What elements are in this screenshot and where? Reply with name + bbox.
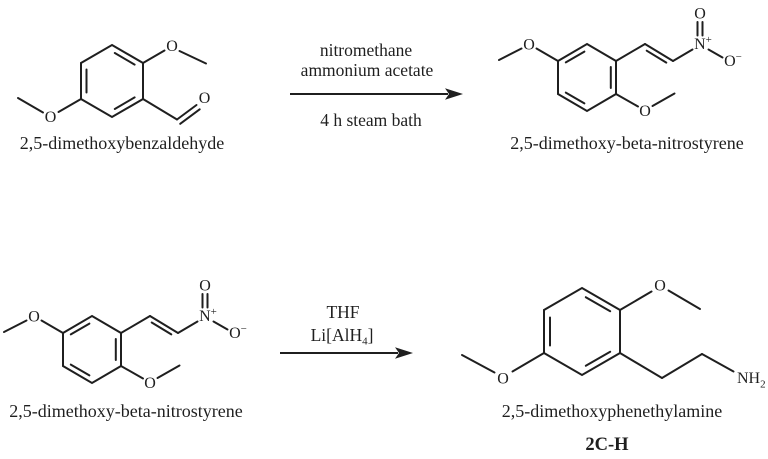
reagent-bracket: ] — [368, 325, 374, 345]
oxygen-atom-label: O — [497, 371, 509, 388]
reagent-text-line1: THF — [326, 302, 359, 322]
oxygen-symbol: O — [229, 325, 241, 342]
double-bond-inner — [179, 108, 201, 125]
methoxy-group-left: O — [461, 352, 545, 388]
oxygen-atom-label: O — [654, 278, 666, 295]
methoxy-group-top: O — [619, 278, 701, 311]
nitrogen-symbol: N — [694, 36, 706, 53]
oxygen-symbol: O — [724, 53, 736, 70]
reagent-text-line2: ammonium acetate — [301, 60, 434, 80]
nitrogen-atom-label: N+ — [694, 34, 712, 53]
plus-charge: + — [706, 34, 712, 46]
ethylamine-chain: NH2 — [619, 352, 766, 391]
nitrogen-symbol: N — [199, 308, 211, 325]
double-bond-inner — [69, 363, 91, 377]
molecule-benzaldehyde: O O O 2,5-dimethoxybenzaldehyde — [17, 38, 224, 153]
methoxy-group-bottom: O — [615, 92, 676, 120]
double-bond-inner — [113, 96, 136, 110]
minus-charge: − — [241, 323, 247, 335]
molecule-nitrostyrene-bottom: O O N+ O O− 2,5-dimethoxy-beta-nitrostyr… — [3, 278, 247, 421]
double-bond-inner — [584, 296, 612, 313]
vinyl-group — [120, 315, 199, 336]
methoxy-group-top: O — [142, 38, 207, 65]
oxygen-atom-label: O — [199, 278, 211, 295]
methoxy-group-left: O — [3, 309, 64, 334]
vinyl-group — [615, 43, 694, 64]
oxygen-atom-label: O — [166, 38, 178, 55]
oxygen-atom-label: O — [523, 37, 535, 54]
reagent-formula: Li[AlH — [311, 325, 363, 345]
condition-text: 4 h steam bath — [320, 110, 422, 130]
double-bond-inner — [150, 321, 173, 336]
oxide-atom-label: O− — [229, 323, 247, 342]
reaction-arrow-1: nitromethane ammonium acetate 4 h steam … — [290, 40, 463, 130]
nitro-group: N+ O O− — [694, 6, 742, 71]
oxygen-atom-label: O — [144, 375, 156, 392]
double-bond-inner — [645, 49, 668, 64]
benzene-ring — [80, 43, 144, 119]
minus-charge: − — [736, 51, 742, 63]
oxygen-atom-label: O — [28, 309, 40, 326]
methoxy-group-left: O — [17, 97, 82, 126]
arrow-head-icon — [395, 347, 413, 359]
double-bond-inner — [564, 50, 586, 64]
oxygen-atom-label: O — [199, 90, 211, 107]
oxygen-atom-label: O — [45, 109, 57, 126]
nitro-group: N+ O O− — [199, 278, 247, 343]
double-bond-inner — [69, 322, 91, 336]
reaction-arrow-2: THF Li[AlH4] — [280, 302, 413, 359]
amine-group-label: NH2 — [737, 370, 766, 391]
double-bond-inner — [564, 91, 586, 105]
molecule-phenethylamine: O O NH2 2,5-dimethoxyphenethylamine 2C-H — [461, 278, 766, 455]
reagent-text-line1: nitromethane — [320, 40, 413, 60]
product-2-name: 2,5-dimethoxyphenethylamine — [502, 401, 722, 421]
benzene-ring — [543, 286, 621, 377]
product-1-name: 2,5-dimethoxy-beta-nitrostyrene — [510, 133, 743, 153]
reagent-subscript: 4 — [362, 336, 368, 348]
oxygen-atom-label: O — [639, 103, 651, 120]
oxide-atom-label: O− — [724, 51, 742, 70]
methoxy-group-left: O — [498, 37, 559, 62]
reactant-2-name: 2,5-dimethoxy-beta-nitrostyrene — [9, 401, 242, 421]
arrow-head-icon — [445, 88, 463, 100]
plus-charge: + — [211, 306, 217, 318]
molecule-nitrostyrene-top: O O N+ O O− 2,5-dimethoxy-beta-nitrostyr… — [498, 6, 744, 153]
amine-subscript: 2 — [760, 379, 766, 391]
oxygen-atom-label: O — [694, 6, 706, 23]
double-bond-inner — [113, 52, 136, 66]
double-bond-inner — [584, 350, 612, 367]
product-2-code: 2C-H — [585, 435, 629, 455]
reagent-text-line2: Li[AlH4] — [311, 325, 374, 348]
benzene-ring — [62, 314, 122, 385]
nitrogen-atom-label: N+ — [199, 306, 217, 325]
amine-symbol: NH — [737, 370, 761, 387]
reactant-1-name: 2,5-dimethoxybenzaldehyde — [20, 133, 224, 153]
benzene-ring — [557, 42, 617, 113]
methoxy-group-bottom: O — [120, 364, 181, 392]
aldehyde-group: O — [142, 90, 211, 125]
